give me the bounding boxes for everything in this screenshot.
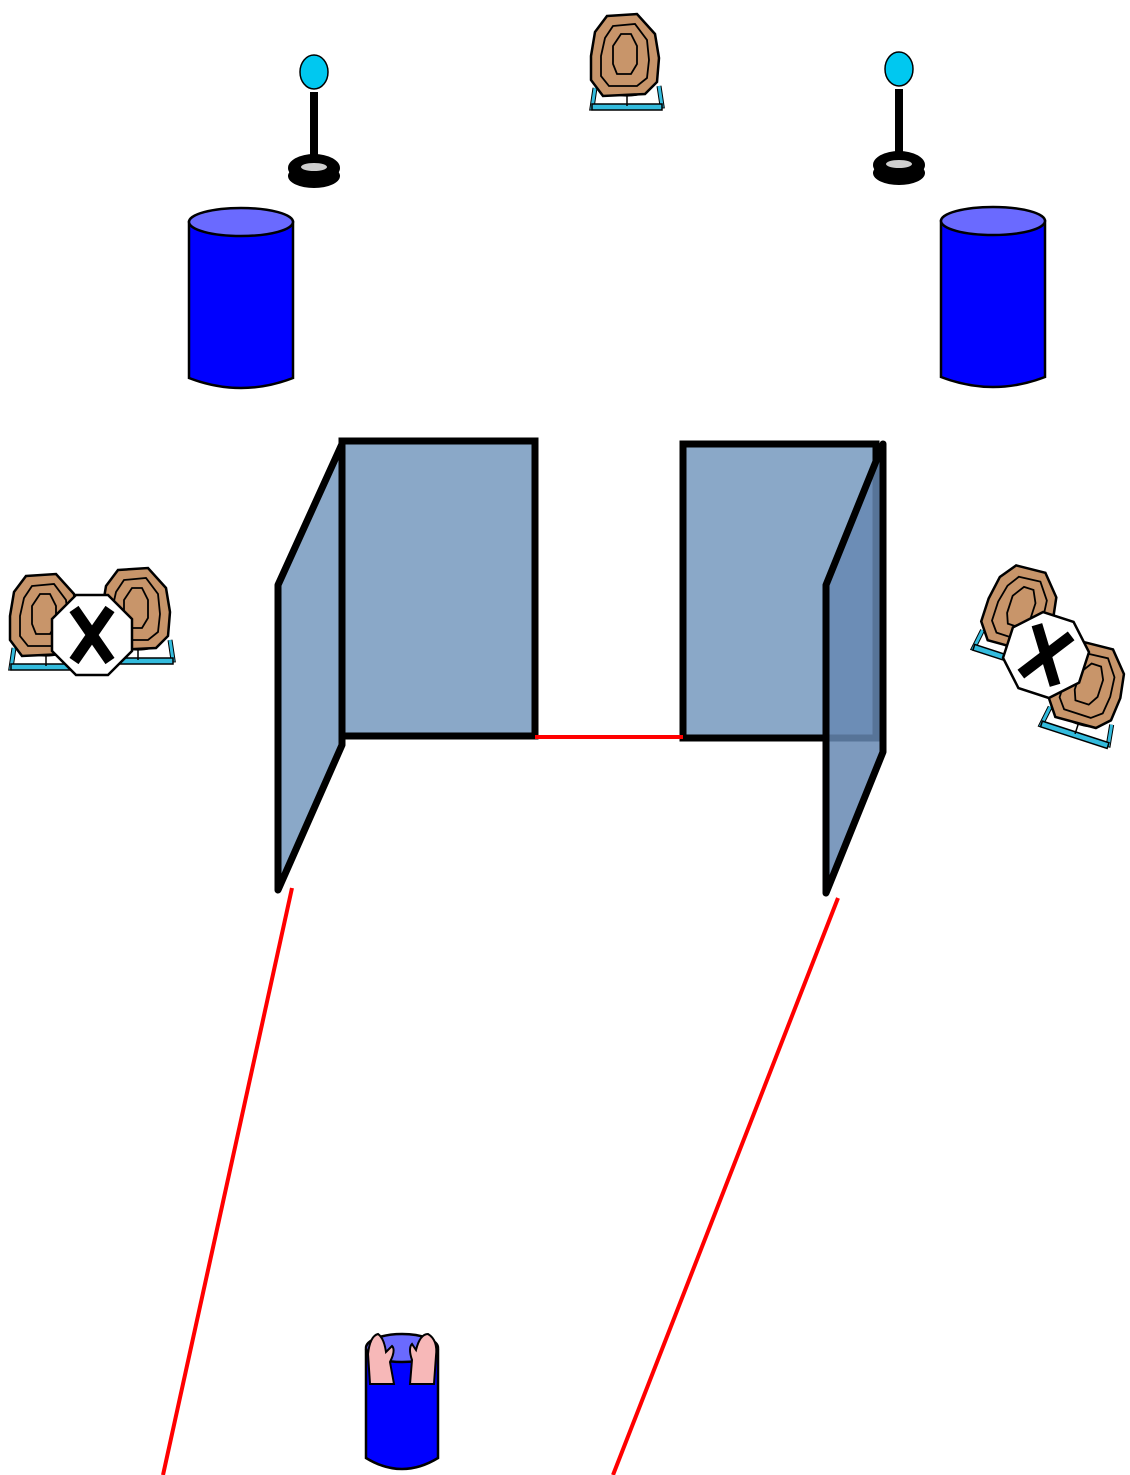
barrel-icon — [939, 205, 1047, 389]
fault-line-left — [161, 887, 294, 1475]
popper-icon — [287, 54, 341, 189]
target-group-right — [956, 559, 1130, 749]
no-shoot-icon — [52, 595, 132, 675]
target-group-left — [10, 568, 173, 675]
popper-icon — [872, 51, 926, 186]
barrel-icon — [187, 206, 295, 390]
target-icon — [591, 14, 662, 110]
hands-on-barrel-icon — [364, 1332, 440, 1471]
fault-lines — [161, 735, 840, 1475]
wall-right — [679, 440, 887, 897]
fault-line-right — [611, 897, 840, 1475]
wall-left — [274, 437, 539, 894]
